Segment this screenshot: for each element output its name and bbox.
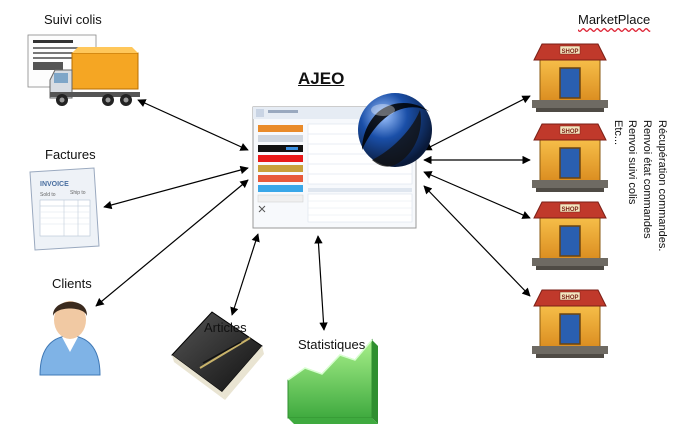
marketplace-notes: Récupération commandes. Renvoi état comm…	[612, 120, 672, 280]
label-articles: Articles	[204, 320, 247, 335]
arrow-articles	[230, 233, 260, 316]
shop-icon-2: SHOP	[532, 123, 608, 192]
arrow-shop-3	[423, 171, 531, 219]
connectors	[95, 95, 531, 331]
shop-sign-3: SHOP	[561, 207, 578, 213]
shop-sign-2: SHOP	[561, 129, 578, 135]
arrow-factures	[103, 165, 249, 210]
invoice-sold-to: Sold to	[40, 192, 56, 198]
shop-sign-4: SHOP	[561, 295, 578, 301]
invoice-title: INVOICE	[40, 181, 69, 188]
invoice-ship-to: Ship to	[70, 190, 86, 196]
shop-icon-4: SHOP	[532, 289, 608, 358]
label-suivi-colis: Suivi colis	[44, 12, 102, 27]
note-etc: Etc...	[612, 120, 624, 146]
note-renvoi-etat: Renvoi état commandes	[641, 120, 653, 239]
shop-icon-1: SHOP	[532, 43, 608, 112]
invoice-icon: INVOICE Sold to Ship to	[29, 167, 100, 251]
label-clients: Clients	[52, 276, 92, 291]
arrow-shop-1	[423, 95, 531, 151]
label-statistiques: Statistiques	[298, 337, 366, 352]
note-recuperation: Récupération commandes.	[656, 120, 668, 252]
label-factures: Factures	[45, 147, 96, 162]
statistics-chart-icon	[287, 338, 378, 424]
arrow-statistiques	[314, 235, 328, 331]
client-avatar-icon	[39, 301, 101, 376]
truck-icon	[27, 34, 140, 106]
arrow-clients	[95, 179, 249, 307]
arrow-shop-4	[423, 185, 531, 297]
book-icon	[171, 311, 264, 400]
ajeo-logo-sphere-icon	[358, 93, 432, 167]
note-renvoi-suivi: Renvoi suivi colis	[626, 120, 638, 205]
shop-sign-1: SHOP	[561, 49, 578, 55]
center-title: AJEO	[298, 69, 345, 88]
label-marketplace: MarketPlace	[578, 12, 651, 27]
arrow-suivi-colis	[137, 99, 249, 151]
shop-icon-3: SHOP	[532, 201, 608, 270]
